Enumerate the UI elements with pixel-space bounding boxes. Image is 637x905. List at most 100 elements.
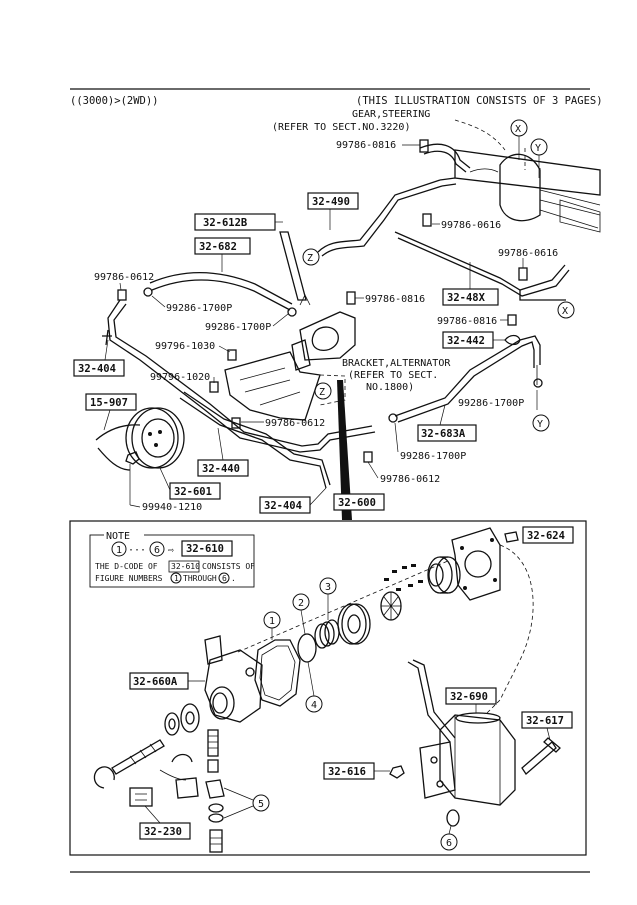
fig-number-5: 5 (223, 787, 270, 819)
svg-text:NOTE: NOTE (106, 531, 130, 542)
callout-32-682: 32-682 (194, 237, 251, 272)
snap-ring (93, 766, 115, 789)
assembly-line-axis (237, 559, 451, 653)
svg-text:1: 1 (174, 574, 179, 583)
pressure-plate (337, 603, 371, 645)
svg-text:32-404: 32-404 (264, 500, 302, 512)
bearing-front (180, 703, 200, 733)
header-model-code: ((3000)>(2WD)) (70, 95, 159, 107)
svg-text:99796-1030: 99796-1030 (155, 341, 215, 352)
svg-text:32-440: 32-440 (202, 463, 240, 475)
svg-text:THROUGH: THROUGH (183, 574, 217, 583)
part-label-99796-1030: 99796-1030 (155, 341, 231, 353)
ref-z-mid: Z (314, 382, 332, 400)
part-label-99786-0816-mid: 99786-0816 (355, 294, 425, 305)
pump-bracket (224, 351, 346, 421)
pump-pulley (125, 407, 185, 469)
part-label-99786-0612-mid: 99786-0612 (241, 418, 325, 429)
steering-gear (454, 119, 601, 233)
section-pointer (337, 380, 352, 520)
svg-text:32-624: 32-624 (527, 530, 565, 542)
callout-32-442: 32-442 (442, 331, 505, 349)
callout-32-690: 32-690 (445, 687, 497, 713)
return-line-left (107, 299, 376, 453)
callout-32-617: 32-617 (521, 711, 573, 741)
svg-text:32-610: 32-610 (171, 562, 200, 571)
drive-belt (95, 424, 141, 471)
cover-bolt (504, 531, 519, 543)
svg-text:99786-0612: 99786-0612 (380, 474, 440, 485)
svg-text:6: 6 (222, 574, 227, 583)
reservoir-cap-bolt (521, 737, 561, 775)
svg-text:99286-1700P: 99286-1700P (205, 322, 271, 333)
rotor (380, 591, 402, 621)
callout-32-600: 32-600 (333, 493, 385, 511)
callout-32-404-bottom: 32-404 (259, 487, 327, 514)
bolt-glyphs (102, 139, 543, 463)
pulley-nut (125, 451, 140, 465)
svg-text:32-600: 32-600 (338, 497, 376, 509)
svg-text:15-907: 15-907 (90, 397, 128, 409)
svg-text:Y: Y (535, 143, 541, 154)
part-label-99786-0616-a: 99786-0616 (432, 220, 501, 231)
svg-text:32-683A: 32-683A (421, 428, 466, 440)
callout-32-616: 32-616 (323, 762, 390, 780)
pipe-high-pressure (317, 177, 457, 257)
fig-number-4: 4 (305, 661, 323, 713)
vanes (384, 564, 423, 591)
cam-ring (427, 556, 461, 594)
svg-text:Z: Z (307, 253, 313, 264)
svg-text:99286-1700P: 99286-1700P (166, 303, 232, 314)
part-label-99940-1210: 99940-1210 (129, 464, 202, 513)
svg-text:99286-1700P: 99286-1700P (400, 451, 466, 462)
svg-text:5: 5 (258, 799, 264, 810)
pump-rear-cover (451, 527, 501, 601)
svg-text:99786-0612: 99786-0612 (265, 418, 325, 429)
svg-text:⇨: ⇨ (168, 545, 174, 556)
svg-text:99796-1020: 99796-1020 (150, 372, 210, 383)
svg-text:6: 6 (446, 838, 452, 849)
svg-text:32-610: 32-610 (186, 543, 224, 555)
note-box: NOTE 1 ··· 6 ⇨ 32-610 THE D-CODE OF 32-6… (89, 530, 255, 588)
svg-text:3: 3 (325, 582, 331, 593)
ref-y-top: Y (530, 138, 548, 178)
o-ring-2 (297, 633, 317, 663)
svg-text:6: 6 (154, 545, 160, 556)
switch-connector (129, 787, 153, 807)
part-label-99786-0612-bottom: 99786-0612 (367, 461, 440, 485)
part-label-99286-1700P-b: 99286-1700P (205, 313, 289, 333)
callout-15-907: 15-907 (85, 393, 137, 431)
svg-text:32-442: 32-442 (447, 335, 485, 347)
callout-32-612B: 32-612B (194, 213, 283, 231)
svg-text:X: X (515, 124, 521, 135)
svg-text:.: . (231, 574, 236, 583)
assembly-line-reservoir (484, 544, 534, 716)
oil-seal (164, 712, 180, 736)
svg-text:32-490: 32-490 (312, 196, 350, 208)
svg-text:99786-0612: 99786-0612 (94, 272, 154, 283)
callout-32-230: 32-230 (139, 805, 191, 840)
header-page-note: (THIS ILLUSTRATION CONSISTS OF 3 PAGES) (356, 95, 603, 107)
fig-number-2: 2 (292, 593, 310, 635)
return-line-mid (179, 391, 331, 489)
drive-shaft (111, 739, 165, 775)
part-label-99786-0612-left: 99786-0612 (94, 272, 154, 291)
pressure-switch (159, 753, 199, 799)
svg-text:32-690: 32-690 (450, 691, 488, 703)
part-label-99786-0816-top: 99786-0816 (336, 140, 420, 151)
callout-32-490: 32-490 (307, 192, 359, 230)
flow-valve (207, 729, 219, 773)
callout-32-624: 32-624 (522, 526, 574, 544)
svg-text:99786-0816: 99786-0816 (336, 140, 396, 151)
callout-32-48X: 32-48X (442, 262, 499, 306)
svg-text:32-230: 32-230 (144, 826, 182, 838)
svg-text:32-612B: 32-612B (203, 217, 247, 229)
part-label-99786-0816-right: 99786-0816 (437, 316, 508, 327)
svg-text:THE D-CODE OF: THE D-CODE OF (95, 562, 158, 571)
ref-z-left: Z (302, 248, 320, 266)
svg-text:4: 4 (311, 700, 317, 711)
exploded-view-frame (69, 520, 587, 856)
svg-text:Y: Y (537, 419, 543, 430)
callout-32-601: 32-601 (159, 467, 221, 500)
part-label-99796-1020: 99796-1020 (150, 372, 215, 383)
